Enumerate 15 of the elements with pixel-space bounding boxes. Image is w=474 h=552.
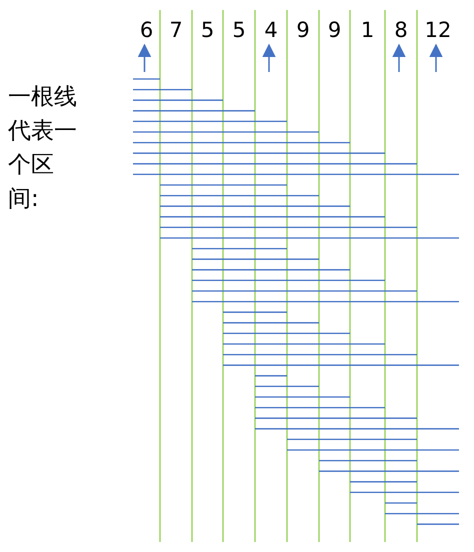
array-value: 7	[160, 17, 192, 43]
array-value: 5	[223, 17, 255, 43]
array-value: 9	[287, 17, 319, 43]
arrow	[429, 44, 443, 72]
arrow	[262, 44, 276, 72]
array-value: 1	[350, 17, 385, 43]
note-text: 一根线代表一个区间:	[8, 83, 78, 214]
array-value: 4	[255, 17, 287, 43]
array-value: 9	[319, 17, 350, 43]
array-value: 6	[133, 17, 160, 43]
array-value: 12	[417, 17, 459, 43]
array-value: 8	[385, 17, 417, 43]
array-value: 5	[192, 17, 223, 43]
arrow	[392, 44, 406, 72]
arrow	[138, 44, 152, 72]
